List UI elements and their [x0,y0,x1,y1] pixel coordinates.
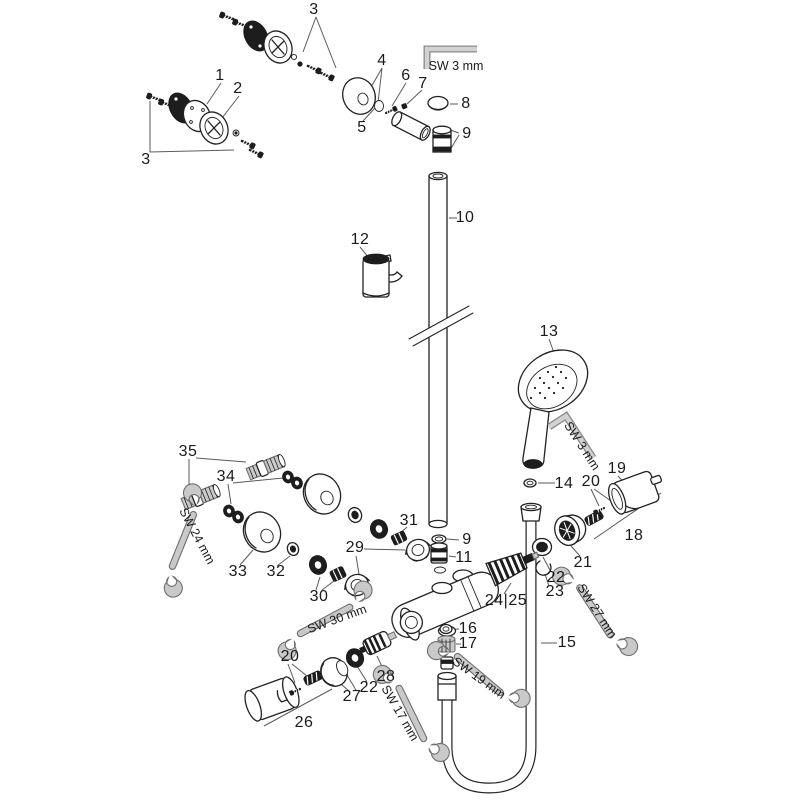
wrench-sw27-icon [544,549,646,674]
allen-key-3mm-icon-right [549,416,593,469]
part-10-rail [408,171,474,529]
part-22-seal-right [531,537,553,557]
part-32-ring [286,541,300,557]
ring-right [347,506,363,524]
wrench-sw19-icon [419,619,539,729]
part-11-check-valve [430,542,448,574]
part-13-hand-shower [517,349,589,469]
part-26-handle-knob [244,676,300,722]
part-29-union-nut-upper [405,538,431,562]
part-5-seal-ring [374,100,384,112]
part-27-adapter [319,657,349,687]
part-3-wall-bracket-upper [217,10,336,83]
mixer-body [391,569,500,641]
escutcheon-right [302,473,342,515]
part-12-shower-holder [362,253,403,298]
part-9-pillar-top [432,125,452,153]
part-28-shutoff-cartridge [359,630,398,656]
part-4-escutcheon [342,77,376,115]
part-30-filter [329,566,347,582]
part-23-circlip [535,560,552,576]
part-33-escutcheon [242,511,282,553]
part-14-seal [523,478,537,488]
part-24-25-thermostat-cartridge [485,551,540,587]
part-21-temperature-dial [554,514,587,547]
part-17-filter-nut [437,635,456,670]
part-15-shower-hose [441,502,542,794]
part-9-oring-mid [431,534,447,544]
part-31-filter [390,530,408,546]
allen-key-3mm-icon-top [427,49,477,69]
connection-pipe [391,111,431,141]
part-8-cap [427,95,449,111]
seal-dark-right [367,516,391,542]
part-3-wall-bracket-lower [144,91,265,160]
part-35-s-union-upper [245,453,286,481]
part-34-seals-upper [280,469,305,491]
leader-lines [149,16,662,727]
hose-connector [437,671,457,701]
part-30-seal [306,552,330,578]
part-34-seals-lower [221,503,246,525]
part-7-nut [401,103,408,110]
part-16-oring [439,623,453,635]
part-19-handle-knob [607,470,663,515]
